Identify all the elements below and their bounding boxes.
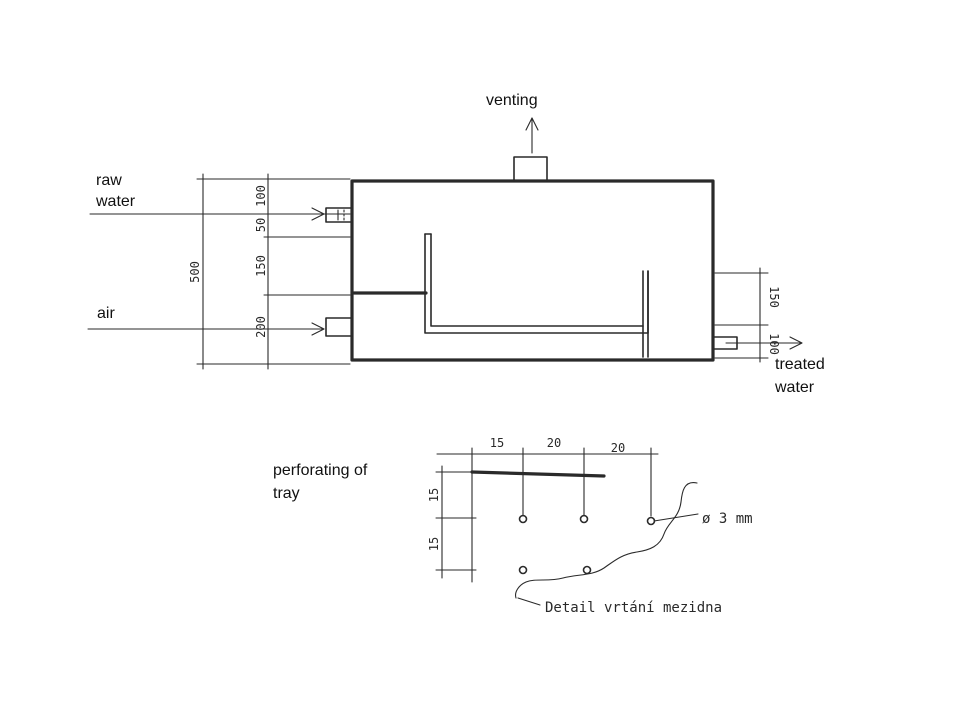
tray-inner: [430, 233, 644, 327]
dim-50: 50: [254, 218, 268, 232]
hole-diameter-note: ø 3 mm: [702, 511, 753, 527]
internal-tray: [352, 233, 649, 358]
dim-100-right: 100: [767, 333, 781, 355]
caption-leader: [517, 597, 541, 606]
perforation-detail: [435, 447, 699, 606]
dim-total-height: 500: [188, 261, 202, 283]
dim-150-right: 150: [767, 286, 781, 308]
treated-water-outlet: [712, 336, 803, 350]
raw-water-inlet: [89, 207, 353, 223]
raw-water-label-1: raw: [96, 172, 122, 189]
hole: [582, 565, 592, 575]
detail-caption: Detail vrtání mezidna: [545, 600, 722, 616]
detail-tray-plate: [470, 470, 606, 478]
tray-outer: [424, 233, 649, 334]
tank-outline: [350, 179, 715, 362]
hole-leader: [653, 513, 699, 522]
detail-dim-20-a: 20: [547, 436, 561, 450]
detail-break-line: [515, 481, 698, 599]
hole: [518, 514, 528, 524]
treated-water-label-1: treated: [775, 356, 825, 373]
venting-outlet: [513, 117, 548, 182]
venting-arrow-head: [525, 117, 539, 131]
raw-water-nozzle: [325, 207, 353, 223]
detail-dim-15-side-a: 15: [427, 488, 441, 502]
hole: [518, 565, 528, 575]
venting-label: venting: [486, 92, 538, 109]
left-dimensions: [196, 173, 351, 370]
air-arrow-head: [311, 322, 325, 336]
raw-water-label-2: water: [95, 193, 136, 210]
detail-dim-20-b: 20: [611, 441, 625, 455]
perforating-label-1: perforating of: [273, 462, 368, 479]
perforating-label-2: tray: [273, 485, 300, 502]
air-nozzle: [325, 317, 353, 337]
dim-150-left: 150: [254, 255, 268, 277]
air-label: air: [97, 305, 115, 322]
dim-200: 200: [254, 316, 268, 338]
hole: [579, 514, 589, 524]
treated-water-arrow-head: [789, 336, 803, 350]
detail-dim-15-side-b: 15: [427, 537, 441, 551]
venting-pipe: [513, 156, 548, 182]
treated-water-label-2: water: [774, 379, 815, 396]
tank: [350, 179, 715, 362]
detail-dim-15: 15: [490, 436, 504, 450]
dim-100-top: 100: [254, 185, 268, 207]
right-dimensions: [714, 267, 769, 363]
air-inlet: [87, 317, 353, 337]
